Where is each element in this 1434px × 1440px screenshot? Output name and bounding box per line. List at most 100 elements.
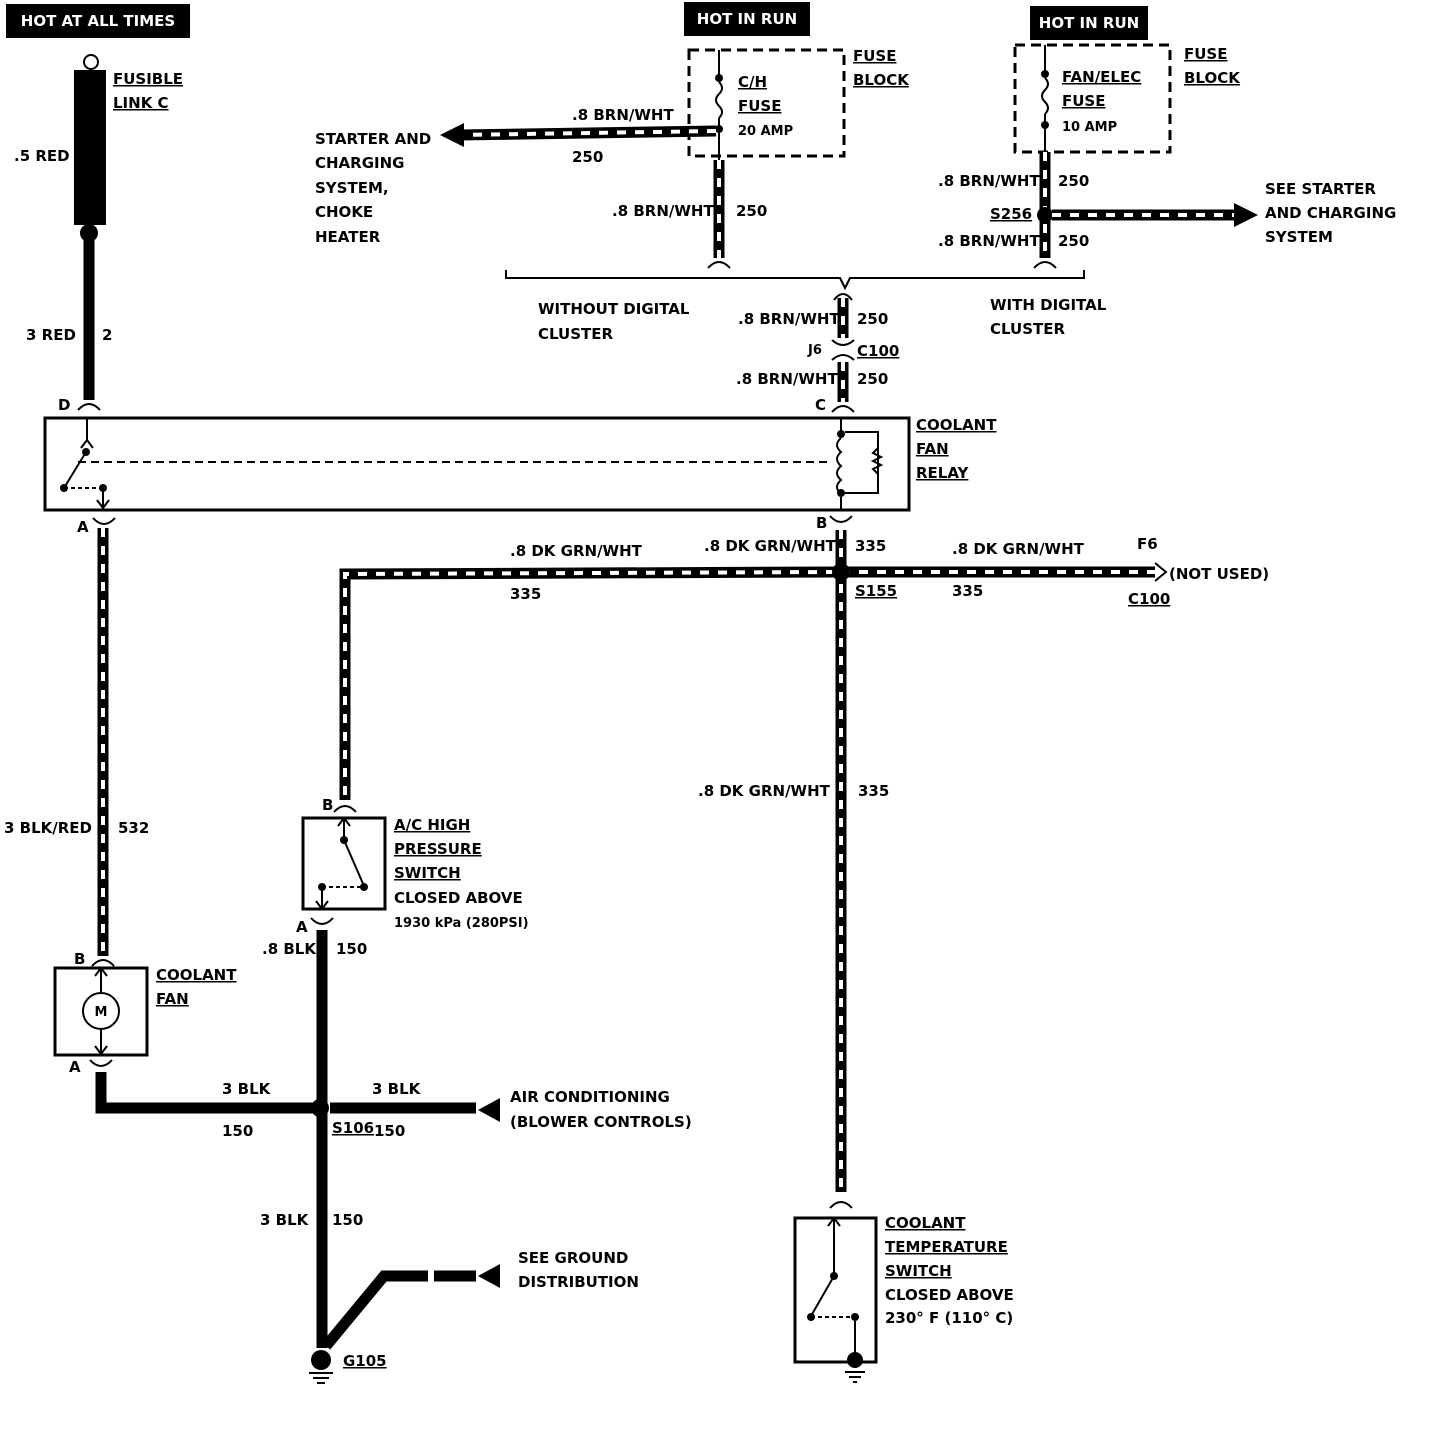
splice-s155-label: S155: [855, 582, 897, 600]
ac-switch-contact-icon: [315, 816, 368, 911]
wire-label-3-blk: 3 BLK: [372, 1080, 422, 1098]
coolant-fan-label: COOLANT: [156, 966, 237, 984]
wire-label-dk-grn-wht: .8 DK GRN/WHT: [510, 542, 643, 560]
connector-ac-b: [333, 805, 357, 813]
connector-ch-bottom: [707, 261, 731, 269]
starter-charging-label: HEATER: [315, 228, 381, 246]
svg-text:HOT IN RUN: HOT IN RUN: [697, 10, 797, 28]
relay-label: RELAY: [916, 464, 970, 482]
temp-switch-label: COOLANT: [885, 1214, 966, 1232]
wire-label-brn-wht: .8 BRN/WHT: [572, 106, 674, 124]
relay-label: FAN: [916, 440, 949, 458]
fuse-block-fan-elec: [1013, 43, 1172, 154]
arrow-to-see-starter-icon: [1234, 203, 1258, 227]
connector-c: [831, 405, 855, 413]
not-used-label: (NOT USED): [1169, 565, 1269, 583]
connector-temp-switch-top: [829, 1201, 853, 1209]
wire-label-dk-grn-wht: .8 DK GRN/WHT: [704, 537, 837, 555]
circuit-250-label: 250: [1058, 172, 1089, 190]
see-starter-label: SEE STARTER: [1265, 180, 1376, 198]
splice-s106: [311, 1099, 329, 1117]
relay-label: COOLANT: [916, 416, 997, 434]
connector-a-label: A: [296, 918, 308, 936]
splice-s256-label: S256: [990, 205, 1032, 223]
circuit-150-label: 150: [222, 1122, 253, 1140]
wire-label-08-blk: .8 BLK: [262, 940, 317, 958]
fusible-link-label: LINK C: [113, 94, 169, 112]
coolant-temperature-switch: [793, 1216, 878, 1364]
relay-coil-icon: [836, 418, 884, 510]
wire-label-red-05: .5 RED: [14, 147, 70, 165]
air-conditioning-label: (BLOWER CONTROLS): [510, 1113, 692, 1131]
air-conditioning-label: AIR CONDITIONING: [510, 1088, 670, 1106]
splice-s106-label: S106: [332, 1119, 374, 1137]
circuit-250-label: 250: [857, 370, 888, 388]
ground-g105-icon: [309, 1350, 333, 1384]
circuit-335-label: 335: [855, 537, 886, 555]
fuse-block-label: FUSE: [853, 47, 896, 65]
wire-label-3-blk: 3 BLK: [260, 1211, 310, 1229]
without-digital-cluster-label: CLUSTER: [538, 325, 613, 343]
ch-fuse-rating: 20 AMP: [738, 124, 793, 139]
connector-f6-label: F6: [1137, 535, 1158, 553]
wire-label-brn-wht: .8 BRN/WHT: [938, 232, 1040, 250]
fan-motor-icon: M: [82, 966, 120, 1056]
connector-ac-a: [310, 917, 334, 925]
svg-text:M: M: [95, 1005, 108, 1020]
wire-label-3-blk-red: 3 BLK/RED: [4, 819, 92, 837]
connector-relay-a: [92, 517, 116, 525]
connector-b-label: B: [322, 796, 333, 814]
arrow-not-used-icon: [1154, 562, 1168, 582]
ac-switch-note: 1930 kPa (280PSI): [394, 916, 529, 931]
circuit-150-label: 150: [332, 1211, 363, 1229]
arrow-from-air-conditioning-icon: [478, 1098, 500, 1122]
connector-fan-b: [91, 959, 115, 967]
connector-a-label: A: [69, 1058, 81, 1076]
circuit-532-label: 532: [118, 819, 149, 837]
connector-c100-bottom: [831, 354, 855, 361]
fuse-block-ch: [687, 48, 846, 158]
connector-c-label: C: [815, 396, 826, 414]
temp-switch-contact-icon: [807, 1216, 865, 1383]
fan-elec-fuse-label: FAN/ELEC: [1062, 68, 1141, 86]
splice-s256: [1037, 207, 1053, 223]
circuit-335-label: 335: [510, 585, 541, 603]
ch-fuse-label: FUSE: [738, 97, 781, 115]
wire-to-ground-distribution: [321, 1270, 428, 1350]
circuit-250-label: 250: [736, 202, 767, 220]
see-ground-label: DISTRIBUTION: [518, 1273, 639, 1291]
relay-contact-switch: [60, 418, 110, 510]
temp-switch-label: SWITCH: [885, 1262, 952, 1280]
fan-elec-rating: 10 AMP: [1062, 120, 1117, 135]
wire-3-blk-fan: [95, 1072, 320, 1114]
connector-d: [77, 403, 101, 411]
wire-label-dk-grn-wht: .8 DK GRN/WHT: [698, 782, 831, 800]
ac-switch-note: CLOSED ABOVE: [394, 889, 523, 907]
wire-label-brn-wht: .8 BRN/WHT: [612, 202, 714, 220]
splice-s155: [832, 563, 850, 581]
wire-label-brn-wht: .8 BRN/WHT: [736, 370, 838, 388]
see-starter-label: SYSTEM: [1265, 228, 1333, 246]
wire-label-brn-wht: .8 BRN/WHT: [738, 310, 840, 328]
hot-at-all-times-header: HOT AT ALL TIMES: [6, 4, 190, 38]
connector-d-label: D: [58, 396, 70, 414]
cluster-option-bracket: [505, 270, 1085, 291]
connector-c100-label: C100: [1128, 590, 1170, 608]
connector-relay-b: [829, 515, 853, 523]
circuit-335-label: 335: [952, 582, 983, 600]
arrow-from-ground-distribution-icon: [478, 1264, 500, 1288]
svg-text:HOT IN RUN: HOT IN RUN: [1039, 14, 1139, 32]
ac-switch-label: A/C HIGH: [394, 816, 470, 834]
circuit-250-label: 250: [857, 310, 888, 328]
ac-switch-label: SWITCH: [394, 864, 461, 882]
ch-fuse-label: C/H: [738, 73, 767, 91]
connector-c100-top: [831, 339, 855, 346]
ch-fuse: [715, 50, 723, 160]
starter-charging-label: CHOKE: [315, 203, 373, 221]
connector-fan-a: [89, 1059, 113, 1067]
wire-label-3-blk: 3 BLK: [222, 1080, 272, 1098]
starter-charging-label: SYSTEM,: [315, 179, 389, 197]
connector-bracket-bottom: [833, 293, 853, 301]
connector-j6-label: J6: [807, 343, 822, 358]
